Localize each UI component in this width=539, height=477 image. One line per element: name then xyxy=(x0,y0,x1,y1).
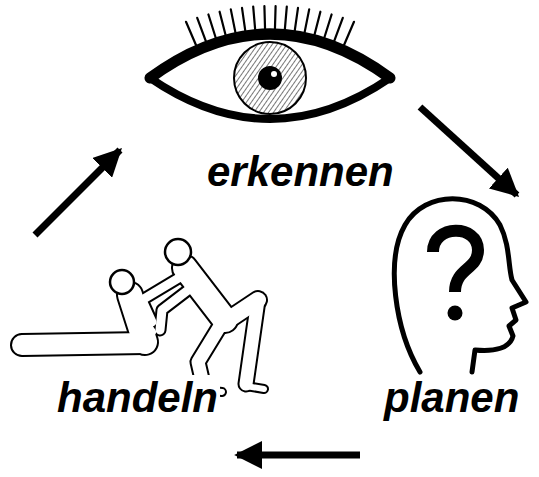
head-icon xyxy=(394,199,526,372)
step-label: handeln xyxy=(55,375,220,421)
step-label: planen xyxy=(382,375,521,421)
cycle-arrow xyxy=(35,150,120,235)
cycle-step: erkennen xyxy=(120,0,420,199)
cycle-step: handeln xyxy=(5,235,237,470)
step-label: erkennen xyxy=(205,149,396,195)
cycle-arrow xyxy=(237,452,360,459)
rescue-figure xyxy=(22,239,264,392)
eye-icon xyxy=(150,6,390,119)
cycle-arrow xyxy=(420,107,517,195)
cycle-step: planen xyxy=(360,195,535,470)
